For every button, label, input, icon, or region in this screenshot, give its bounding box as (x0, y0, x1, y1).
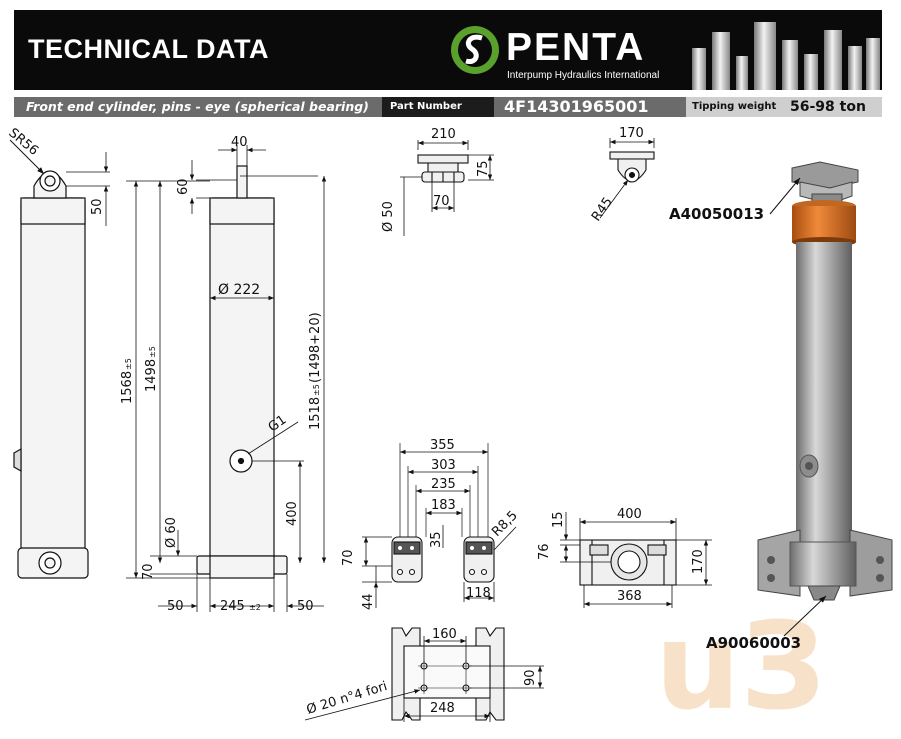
dim-mount-210: 210 (431, 127, 456, 142)
dim-end-15: 15 (551, 511, 566, 528)
dim-245: 245 (220, 599, 245, 614)
dim-base-235: 235 (431, 477, 456, 492)
dim-1518-extra: (1498+20) (308, 312, 323, 383)
dim-1498-tol: ±5 (148, 346, 157, 358)
dim-1498: 1498 (144, 359, 159, 392)
dim-dia60: Ø 60 (164, 517, 179, 548)
cylinder-front-view (196, 165, 288, 579)
tipping-weight-value: 56-98 ton (790, 99, 866, 115)
dim-base-35: 35 (429, 531, 444, 548)
dim-dia222: Ø 222 (218, 282, 260, 298)
base-plate-top-view (391, 627, 505, 721)
cylinder-3d-render (757, 161, 893, 601)
dim-plate-90: 90 (523, 669, 538, 686)
dim-base-70: 70 (341, 549, 356, 566)
dim-1568: 1568 (120, 371, 135, 404)
dim-245-tol: ±2 (249, 603, 261, 612)
penta-logo-icon (451, 26, 499, 74)
brand-subtitle: Interpump Hydraulics International (507, 70, 660, 81)
dim-plate-holes: Ø 20 n°4 fori (305, 679, 389, 718)
brand-logo-text: PENTA (506, 26, 646, 69)
dim-50-right: 50 (297, 599, 314, 614)
part-number-value: 4F14301965001 (494, 97, 686, 117)
dim-end-76: 76 (537, 543, 552, 560)
dim-end-368: 368 (617, 589, 642, 604)
dim-base-r85: R8,5 (489, 508, 521, 540)
part-code-top: A40050013 (669, 205, 764, 223)
info-bar: Front end cylinder, pins - eye (spherica… (14, 97, 882, 117)
cylinder-side-view (13, 170, 89, 579)
dim-base-355: 355 (430, 438, 455, 453)
dim-mount-75: 75 (476, 160, 491, 177)
dim-1518-tol: ±5 (312, 384, 321, 396)
dim-60: 60 (176, 178, 191, 195)
dim-mount-70: 70 (433, 194, 450, 209)
top-mount-front-view (609, 151, 655, 183)
dim-1518: 1518 (308, 397, 323, 430)
dim-plate-160: 160 (432, 627, 457, 642)
dim-mount-170: 170 (619, 126, 644, 141)
dim-base-303: 303 (431, 458, 456, 473)
base-brackets-side-view (391, 536, 495, 583)
cylinders-photo-strip (692, 22, 880, 90)
dim-50-left: 50 (167, 599, 184, 614)
dim-plate-248: 248 (430, 701, 455, 716)
dim-70-bottom: 70 (141, 563, 156, 580)
cylinder-description: Front end cylinder, pins - eye (spherica… (14, 97, 382, 117)
dim-end-400: 400 (617, 507, 642, 522)
dim-400: 400 (285, 501, 300, 526)
tipping-weight: Tipping weight 56-98 ton (686, 97, 882, 117)
page-title: TECHNICAL DATA (28, 34, 269, 64)
dim-1568-tol: ±5 (124, 358, 133, 370)
header-banner: TECHNICAL DATA PENTA Interpump Hydraulic… (14, 10, 882, 90)
dim-50-top: 50 (90, 198, 105, 215)
tipping-weight-label: Tipping weight (692, 101, 777, 112)
dim-end-170: 170 (691, 549, 706, 574)
part-code-bottom: A90060003 (706, 634, 801, 652)
dim-40: 40 (231, 135, 248, 150)
dim-base-183: 183 (431, 498, 456, 513)
base-end-view (579, 539, 677, 586)
dim-mount-dia50: Ø 50 (381, 201, 396, 232)
dim-base-44: 44 (361, 593, 376, 610)
watermark: uЗ (655, 598, 826, 737)
dim-base-118: 118 (466, 586, 491, 601)
top-mount-side-view (417, 154, 469, 183)
dim-mount-r45: R45 (589, 195, 616, 225)
part-number-label: Part Number (382, 97, 494, 117)
